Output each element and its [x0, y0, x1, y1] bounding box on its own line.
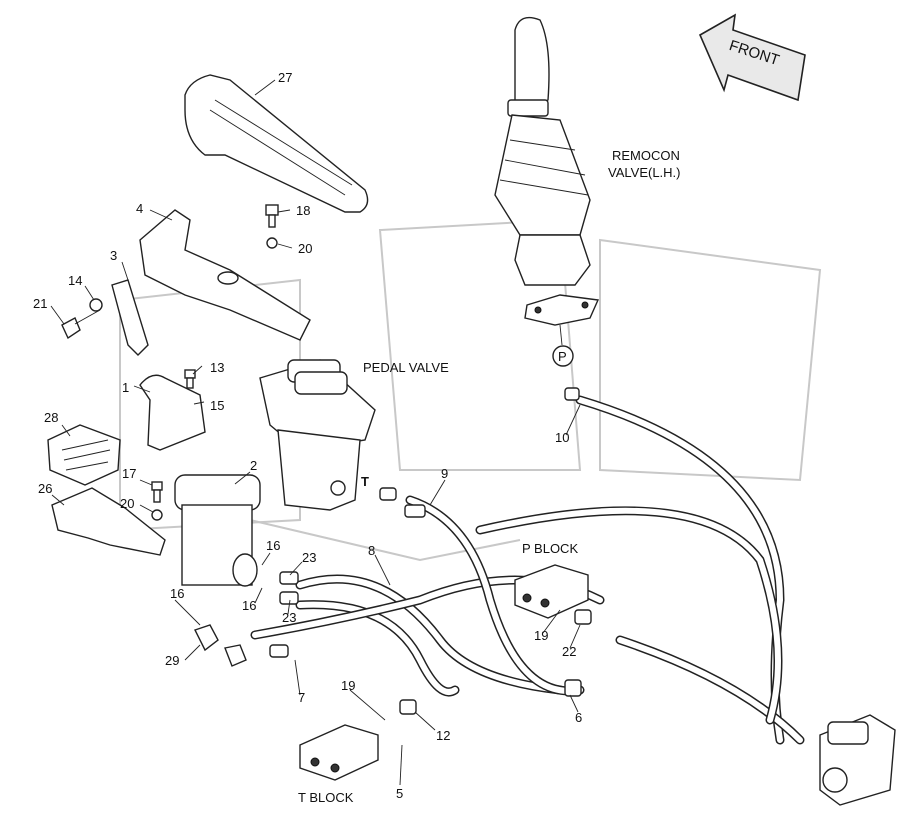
- port-p-marker: [552, 345, 574, 367]
- callout-16-c: 16: [170, 586, 184, 601]
- remocon-valve-joystick: [494, 16, 600, 346]
- pedal-valve-label: PEDAL VALVE: [363, 360, 449, 375]
- callout-5: 5: [396, 786, 403, 801]
- callout-21: 21: [33, 296, 47, 311]
- callout-2: 2: [250, 458, 257, 473]
- p-block: [514, 564, 589, 619]
- callout-20-top: 20: [298, 241, 312, 256]
- callout-17: 17: [122, 466, 136, 481]
- remocon-valve-label-1: REMOCON: [612, 148, 680, 163]
- bolt-18: [265, 204, 279, 228]
- callout-19-p: 19: [534, 628, 548, 643]
- t-block-label: T BLOCK: [298, 790, 354, 805]
- callout-4: 4: [136, 201, 143, 216]
- callout-26: 26: [38, 481, 52, 496]
- callout-16-b: 16: [242, 598, 256, 613]
- pedal-valve: [259, 359, 376, 511]
- callout-19-t: 19: [341, 678, 355, 693]
- callout-3: 3: [110, 248, 117, 263]
- callout-28: 28: [44, 410, 58, 425]
- bracket-4: [139, 209, 311, 341]
- washer-20-lower: [151, 509, 163, 521]
- leader-lines: [50, 79, 581, 786]
- callout-15: 15: [210, 398, 224, 413]
- callout-10: 10: [555, 430, 569, 445]
- hose-assembly: [250, 395, 805, 745]
- valve-2: [174, 474, 261, 587]
- callout-13: 13: [210, 360, 224, 375]
- elbow-fitting-29: [194, 624, 247, 667]
- remocon-valve-label-2: VALVE(L.H.): [608, 165, 680, 180]
- bolt-21: [61, 309, 101, 340]
- callout-8: 8: [368, 543, 375, 558]
- bolt-13: [184, 369, 196, 389]
- callout-20-lower: 20: [120, 496, 134, 511]
- bracket-3: [111, 279, 149, 356]
- pad-28: [47, 424, 121, 486]
- main-control-valve: [819, 714, 896, 806]
- callout-29: 29: [165, 653, 179, 668]
- port-p-label: P: [558, 349, 567, 364]
- callout-12: 12: [436, 728, 450, 743]
- callout-27: 27: [278, 70, 292, 85]
- callout-23-a: 23: [302, 550, 316, 565]
- callout-23-b: 23: [282, 610, 296, 625]
- callout-16-a: 16: [266, 538, 280, 553]
- p-block-label: P BLOCK: [522, 541, 578, 556]
- pad-26: [51, 487, 166, 556]
- callout-numbers: 27 18 4 20 3 14 21 13 1 15 28 2 17 26 20…: [33, 70, 582, 801]
- callout-18: 18: [296, 203, 310, 218]
- hose-fittings: [269, 387, 592, 715]
- callout-1: 1: [122, 380, 129, 395]
- front-arrow-icon: FRONT: [698, 13, 806, 102]
- callout-6: 6: [575, 710, 582, 725]
- port-t-label: T: [361, 474, 369, 489]
- bolt-17: [151, 481, 163, 503]
- bracket-1: [139, 374, 206, 451]
- pedal-27: [184, 74, 369, 213]
- t-block: [299, 724, 379, 781]
- callout-14: 14: [68, 273, 82, 288]
- callout-9: 9: [441, 466, 448, 481]
- callout-22: 22: [562, 644, 576, 659]
- callout-7: 7: [298, 690, 305, 705]
- washer-14: [89, 298, 103, 312]
- washer-20-top: [266, 237, 278, 249]
